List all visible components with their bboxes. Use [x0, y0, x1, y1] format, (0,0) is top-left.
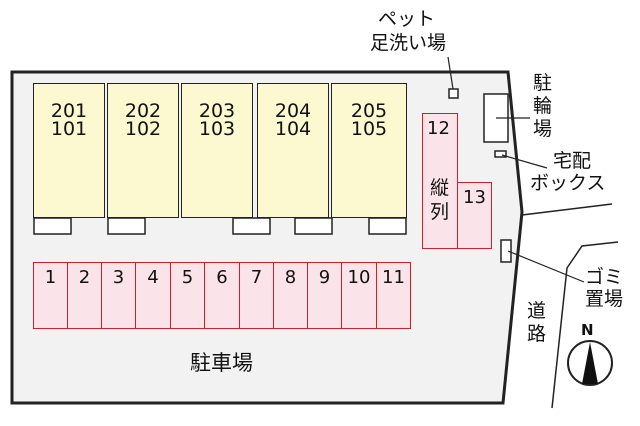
garbage-label-1: ゴミ [585, 266, 624, 288]
bicycle-parking-label: 駐輪場 [533, 72, 553, 140]
parking-stall-2: 2 [67, 262, 102, 329]
road-label: 道路 [527, 300, 547, 345]
pet-wash-area [448, 88, 459, 99]
tandem-label: 縦列 [430, 177, 450, 223]
pet-wash-label-1: ペット [378, 8, 436, 30]
delivery-box-label-2: ボックス [530, 172, 606, 194]
parking-stall-9: 9 [307, 262, 342, 329]
parking-stall-1: 1 [33, 262, 68, 329]
garbage-label-2: 置場 [585, 288, 624, 310]
parking-stall-13: 13 [457, 182, 492, 249]
parking-lot-label: 駐車場 [190, 351, 253, 375]
parking-stall-4: 4 [135, 262, 171, 329]
pet-wash-label-2: 足洗い場 [370, 32, 447, 54]
parking-stall-5: 5 [170, 262, 205, 329]
parking-stall-3: 3 [101, 262, 136, 329]
delivery-box [494, 150, 507, 158]
parking-stall-8: 8 [273, 262, 308, 329]
compass-north-label: N [581, 321, 594, 339]
parking-stall-10: 10 [341, 262, 377, 329]
parking-stall-12: 12 [422, 113, 458, 249]
road-edge [551, 241, 619, 409]
garbage-area [500, 239, 512, 263]
parking-stall-7: 7 [239, 262, 274, 329]
delivery-box-label-1: 宅配 [553, 150, 592, 172]
parking-stall-6: 6 [204, 262, 240, 329]
parking-stall-11: 11 [376, 262, 411, 329]
